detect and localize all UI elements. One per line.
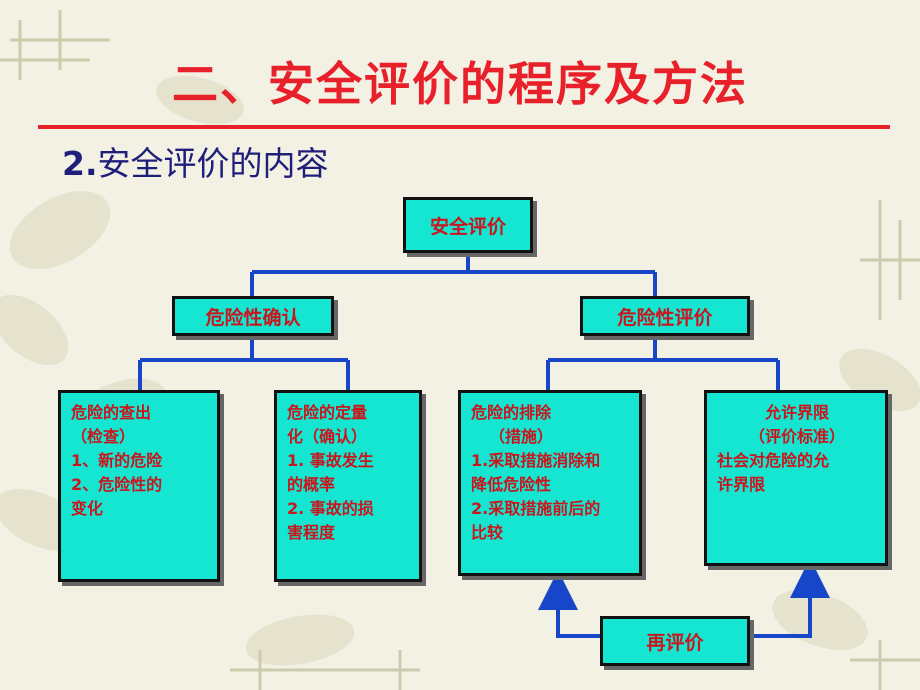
- hazard-evaluation-label: 危险性评价: [617, 306, 713, 329]
- allowable-limits-node: 允许界限 （评价标准） 社会对危险的允 许界限: [704, 390, 888, 566]
- root-label: 安全评价: [429, 215, 506, 238]
- leaf-line: 降低危险性: [471, 475, 552, 494]
- right-branch-connector: [546, 336, 780, 390]
- reevaluation-label: 再评价: [646, 631, 704, 654]
- leaf-line: 允许界限: [764, 403, 829, 422]
- quantification-node: 危险的定量 化（确认） 1. 事故发生 的概率 2. 事故的损 害程度: [274, 390, 422, 582]
- hazard-detection-node: 危险的查出 （检查） 1、新的危险 2、危险性的 变化: [58, 390, 220, 582]
- leaf-line: （措施）: [489, 427, 554, 446]
- subtitle-text: 安全评价的内容: [97, 144, 329, 183]
- subtitle-number: 2.: [62, 144, 98, 183]
- hazard-confirmation-node: 危险性确认: [172, 296, 334, 336]
- left-branch-connector: [138, 336, 350, 390]
- leaf-line: 社会对危险的允: [717, 451, 830, 470]
- leaf-line: 危险的定量: [287, 403, 368, 422]
- leaf-line: 2.采取措施前后的: [471, 499, 601, 518]
- leaf-line: 2. 事故的损: [287, 499, 374, 518]
- title-divider: [38, 125, 890, 129]
- leaf-line: 1.采取措施消除和: [471, 451, 601, 470]
- root-connector: [250, 254, 657, 296]
- hazard-elimination-node: 危险的排除 （措施） 1.采取措施消除和 降低危险性 2.采取措施前后的 比较: [458, 390, 642, 576]
- reevaluation-node: 再评价: [600, 616, 750, 666]
- leaf-line: 比较: [471, 523, 504, 542]
- hazard-confirmation-label: 危险性确认: [205, 306, 301, 329]
- slide-subtitle: 2.安全评价的内容: [62, 137, 329, 185]
- hazard-evaluation-node: 危险性评价: [580, 296, 750, 336]
- leaf-line: 1、新的危险: [71, 451, 163, 470]
- leaf-line: 害程度: [287, 523, 336, 542]
- leaf-line: 化（确认）: [287, 427, 368, 446]
- reevaluation-left-arrow: [538, 570, 602, 638]
- leaf-line: 危险的查出: [71, 403, 152, 422]
- leaf-line: 变化: [71, 499, 104, 518]
- reevaluation-right-arrow: [748, 558, 830, 638]
- leaf-line: 1. 事故发生: [287, 451, 374, 470]
- root-node: 安全评价: [403, 197, 533, 253]
- leaf-line: （检查）: [71, 427, 136, 446]
- leaf-line: 2、危险性的: [71, 475, 163, 494]
- slide-title: 二、安全评价的程序及方法: [172, 57, 748, 111]
- leaf-line: （评价标准）: [748, 427, 845, 446]
- leaf-line: 许界限: [717, 475, 766, 494]
- leaf-line: 危险的排除: [471, 403, 552, 422]
- leaf-line: 的概率: [287, 475, 336, 494]
